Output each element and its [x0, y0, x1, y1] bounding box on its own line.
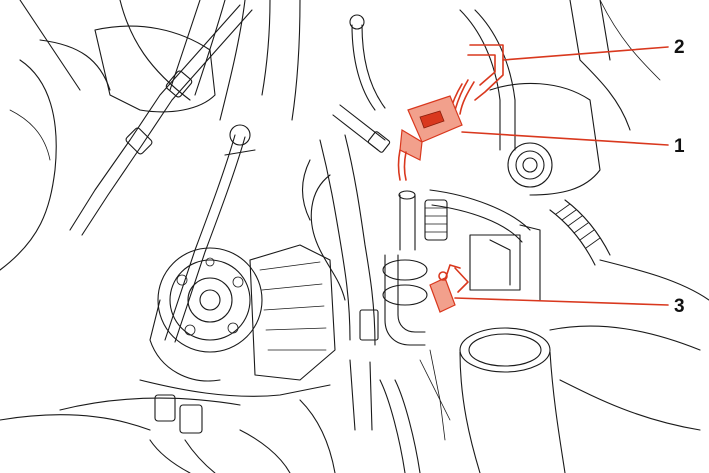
leader-line-1	[461, 131, 669, 146]
callout-label-1: 1	[674, 136, 685, 157]
highlight-connector-1	[397, 95, 463, 181]
leader-line-2	[502, 46, 669, 61]
leader-line-3	[454, 297, 669, 306]
callout-label-2: 2	[674, 37, 685, 58]
highlight-harness	[449, 44, 504, 115]
highlight-clip-3	[429, 264, 469, 313]
callout-label-3: 3	[674, 296, 685, 317]
leader-lines	[454, 46, 669, 306]
